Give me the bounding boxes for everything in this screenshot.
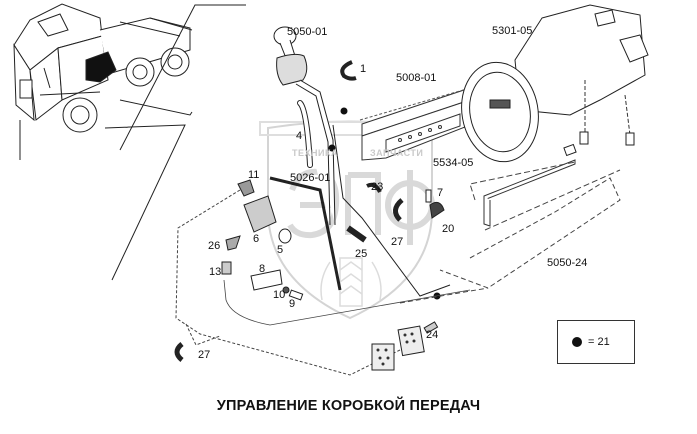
part-number-20: 20 <box>442 223 455 235</box>
clamp-1 <box>340 60 357 81</box>
truck-callout-lines <box>19 4 246 281</box>
hydraulic-line <box>332 124 451 297</box>
legend-box: = 21 <box>557 320 635 364</box>
watermark-text-right: ЗАПЧАСТИ <box>370 148 424 158</box>
item-21-dot <box>328 144 336 152</box>
watermark-text-left: ТЕХНИКА <box>292 148 338 158</box>
part-number-7: 7 <box>437 187 444 199</box>
item-21-dot <box>340 107 348 115</box>
part-number-9: 9 <box>289 298 296 310</box>
gearbox-fittings <box>563 131 635 157</box>
legend-value: 21 <box>597 336 610 348</box>
routing-dashed-left <box>175 189 421 376</box>
part-number-8: 8 <box>259 263 266 275</box>
part-number-26: 26 <box>208 240 221 252</box>
legend-equals: = <box>588 336 595 348</box>
label-5050-01: 5050-01 <box>287 26 328 38</box>
frame-rail <box>361 87 471 161</box>
part-number-11: 11 <box>248 169 260 181</box>
part-number-23: 23 <box>371 181 384 193</box>
part-number-10: 10 <box>273 289 286 301</box>
part-number-24: 24 <box>426 329 439 341</box>
label-5301-05: 5301-05 <box>492 25 533 37</box>
part-number-6: 6 <box>253 233 260 245</box>
connector-plate-holes <box>376 332 416 366</box>
part-number-27-bottom: 27 <box>198 349 211 361</box>
cross-member <box>483 159 576 227</box>
legend-text: = 21 <box>588 336 610 348</box>
label-5050-24: 5050-24 <box>547 257 588 269</box>
gearbox <box>461 4 649 163</box>
part-number-25: 25 <box>355 248 368 260</box>
diagram-title: УПРАВЛЕНИЕ КОРОБКОЙ ПЕРЕДАЧ <box>216 398 481 414</box>
part-number-5: 5 <box>277 244 284 256</box>
part-number-1: 1 <box>360 63 367 75</box>
part-number-4: 4 <box>296 130 303 142</box>
label-5534-05: 5534-05 <box>433 157 474 169</box>
part-number-13: 13 <box>209 266 222 278</box>
watermark-wheat <box>320 257 382 307</box>
truck-illustration <box>13 3 193 133</box>
label-5026-01: 5026-01 <box>290 172 331 184</box>
gearbox-sensor-lines <box>584 80 631 136</box>
legend-dot-icon <box>572 337 582 347</box>
label-5008-01: 5008-01 <box>396 72 437 84</box>
part-number-27: 27 <box>391 236 404 248</box>
small-parts <box>174 176 445 371</box>
